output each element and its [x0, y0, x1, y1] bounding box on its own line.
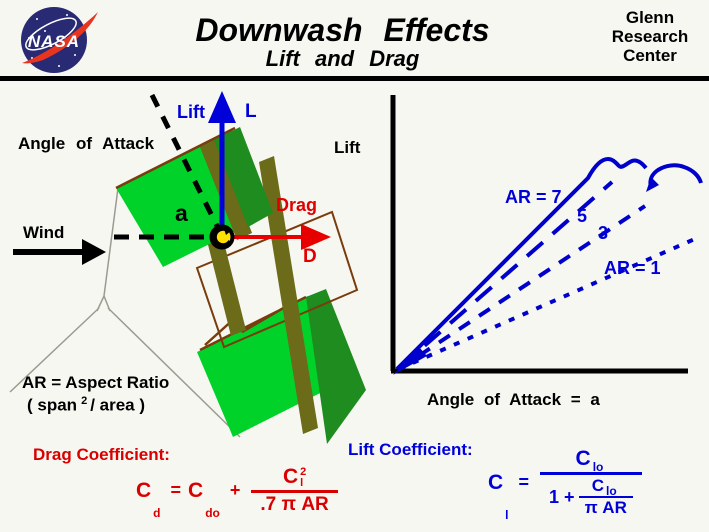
lift-coefficient-heading: Lift Coefficient:: [348, 440, 473, 459]
clift-base: C: [488, 470, 504, 494]
equals-sign: =: [518, 472, 530, 492]
lift-vector-label: Lift: [177, 102, 205, 122]
curve-ar5-stall: [648, 163, 703, 188]
lower-wing-top-surface: [197, 296, 344, 437]
upper-wing-side-surface: [214, 127, 273, 227]
lift-arrow: [208, 91, 236, 233]
header-titles: Downwash Effects Lift and Drag: [170, 12, 515, 72]
logo-text: NASA: [28, 32, 80, 51]
curve-ar3: [397, 204, 647, 371]
page-subtitle: Lift and Drag: [265, 46, 420, 71]
graph-ylabel: Lift: [334, 138, 361, 157]
inner-clo-base: C: [591, 476, 605, 495]
drag-denominator: .7 π AR: [251, 490, 338, 517]
cl-base: C: [282, 465, 299, 488]
wind-arrow: [13, 239, 106, 265]
angle-of-attack-label: Angle of Attack: [18, 134, 155, 153]
lift-graph: [390, 95, 703, 375]
org-line: Center: [623, 46, 677, 65]
clo-sub: lo: [592, 460, 604, 474]
induced-drag-fraction: C 2 l .7 π AR: [251, 464, 338, 517]
cl-subscript: l: [300, 477, 304, 489]
strut-right: [259, 156, 318, 434]
curve-ar7: [395, 156, 648, 371]
clo-base: C: [575, 447, 591, 470]
nasa-logo-icon: NASA: [7, 3, 101, 74]
drag-arrow: [232, 224, 331, 250]
ar-area-superscript: 2: [81, 395, 88, 407]
cl-superscript: 2: [300, 466, 307, 478]
org-line: Glenn: [625, 8, 675, 27]
equals-sign: =: [170, 480, 182, 500]
lower-wing: [197, 289, 366, 444]
lift-coefficient-equation: C l = C lo 1 + C lo π AR: [488, 446, 642, 522]
pivot-circle: [209, 224, 235, 250]
cdo-base: C: [188, 478, 204, 502]
graph-xlabel: Angle of Attack = a: [427, 390, 600, 409]
stall-hook-arrowhead: [646, 177, 659, 192]
chord-dashed-line: [149, 93, 222, 232]
header-rule: [0, 76, 709, 81]
curve-label-ar5: 5: [577, 206, 588, 226]
nested-fraction: C lo π AR: [578, 476, 633, 518]
pi-ar-denominator: π AR: [578, 496, 633, 518]
cd-base: C: [136, 478, 152, 502]
ar-area-open: ( span: [27, 395, 78, 415]
drag-coefficient-equation: C d = C do + C 2 l .7 π AR: [136, 464, 338, 520]
org-name: Glenn Research Center: [598, 8, 702, 65]
cdo-sub: do: [205, 506, 220, 520]
curve-label-ar1: AR = 1: [604, 258, 661, 278]
upper-wing-leading-edge: [115, 126, 236, 190]
lower-wing-spar-lines: [199, 295, 307, 352]
plus-sign: +: [229, 480, 241, 500]
lift-symbol-label: L: [245, 101, 257, 122]
wind-label: Wind: [23, 223, 65, 242]
drag-symbol-label: D: [303, 246, 317, 267]
graph-axes: [390, 95, 688, 374]
upper-wing-edge-band: [200, 139, 252, 240]
one-plus: 1 +: [549, 486, 575, 507]
cd-sub: d: [153, 506, 161, 520]
aspect-ratio-definition: AR = Aspect Ratio: [22, 373, 170, 392]
clift-sub: l: [505, 508, 509, 522]
inner-clo-sub: lo: [606, 484, 617, 498]
lower-wing-side-surface: [306, 289, 366, 444]
curve-ar1: [398, 236, 698, 371]
org-line: Research: [611, 27, 689, 46]
wind-wireframe: [9, 187, 241, 438]
logo-orbit: [25, 17, 77, 51]
ar-area-close: / area ): [90, 395, 145, 415]
lift-fraction: C lo 1 + C lo π AR: [540, 446, 642, 519]
page-title: Downwash Effects: [195, 12, 490, 48]
interplane-rigging: [195, 210, 359, 349]
drag-vector-label: Drag: [276, 195, 318, 215]
curve-label-ar7: AR = 7: [505, 187, 562, 207]
curve-ar5: [397, 180, 614, 370]
alpha-label: a: [175, 200, 188, 226]
drag-coefficient-heading: Drag Coefficient:: [33, 445, 170, 464]
curve-label-ar3: 3: [598, 223, 609, 243]
